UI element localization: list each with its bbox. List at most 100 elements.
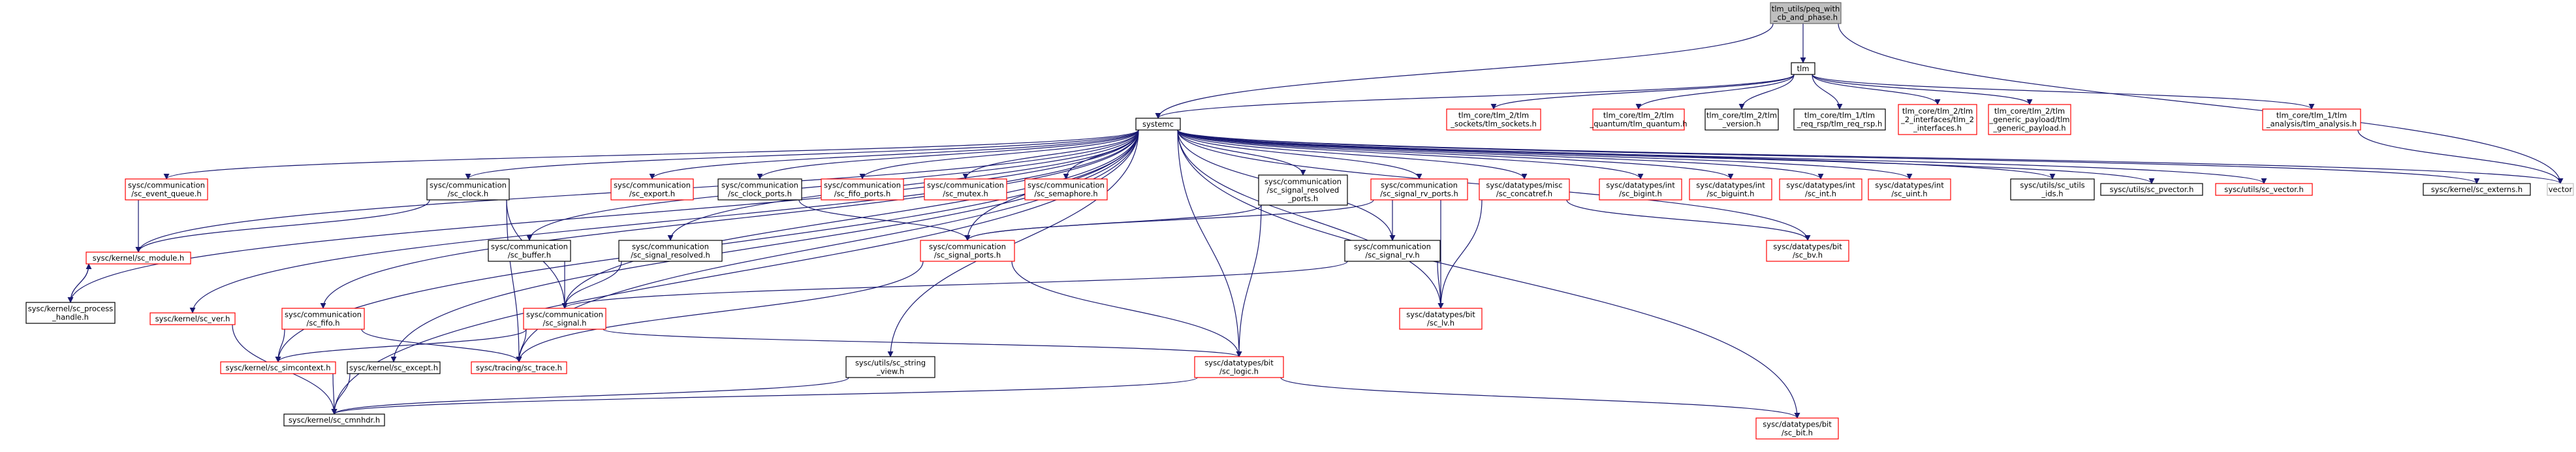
- node-label-line: tlm_core/tlm_2/tlm: [1706, 111, 1777, 120]
- node-sc-string-view[interactable]: sysc/utils/sc_string_view.h: [845, 356, 935, 378]
- edge-line: [649, 129, 1139, 180]
- edge-line: [962, 129, 1139, 180]
- node-sc-export[interactable]: sysc/communication/sc_export.h: [610, 178, 694, 201]
- node-label-line: /sc_fifo_ports.h: [834, 189, 891, 199]
- node-box: [1770, 2, 1842, 24]
- node-tlm-version[interactable]: tlm_core/tlm_2/tlm_version.h: [1704, 108, 1779, 131]
- node-tlm-quantum[interactable]: tlm_core/tlm_2/tlm_quantum/tlm_quantum.h: [1589, 108, 1688, 131]
- node-box: [1755, 417, 1839, 440]
- node-sc-uint[interactable]: sysc/datatypes/int/sc_uint.h: [1868, 178, 1951, 201]
- node-box: [2215, 183, 2313, 196]
- node-tlm[interactable]: tlm: [1791, 62, 1815, 75]
- edge-tlm-to-tlm-generic-payload: [1812, 74, 2033, 105]
- node-tlm-sockets[interactable]: tlm_core/tlm_2/tlm_sockets/tlm_sockets.h: [1446, 108, 1541, 131]
- node-sc-except[interactable]: sysc/kernel/sc_except.h: [347, 361, 441, 374]
- node-sc-int[interactable]: sysc/datatypes/int/sc_int.h: [1779, 178, 1862, 201]
- node-sc-trace[interactable]: sysc/tracing/sc_trace.h: [471, 361, 567, 374]
- node-label-line: sysc/communication: [285, 310, 362, 319]
- node-sc-externs[interactable]: sysc/kernel/sc_externs.h: [2423, 183, 2531, 196]
- edge-line: [603, 329, 1242, 357]
- node-root[interactable]: tlm_utils/peq_with_cb_and_phase.h: [1770, 2, 1842, 24]
- node-sc-signal-ports[interactable]: sysc/communication/sc_signal_ports.h: [920, 240, 1015, 262]
- node-label-line: /sc_buffer.h: [508, 251, 551, 260]
- edge-line: [561, 129, 1139, 309]
- node-label-line: sysc/datatypes/int: [1786, 181, 1855, 190]
- edge-line: [331, 373, 351, 415]
- node-sc-signal-rv[interactable]: sysc/communication/sc_signal_rv.h: [1344, 240, 1441, 262]
- node-box: [125, 178, 208, 201]
- edge-sc-signal-to-sc-simcontext: [275, 329, 527, 363]
- node-systemc[interactable]: systemc: [1135, 118, 1181, 131]
- node-sc-logic[interactable]: sysc/datatypes/bit/sc_logic.h: [1194, 356, 1284, 378]
- node-label-line: _handle.h: [52, 313, 89, 322]
- node-sc-clock-ports[interactable]: sysc/communication/sc_clock_ports.h: [717, 178, 802, 201]
- node-tlm-req-rsp[interactable]: tlm_core/tlm_1/tlm_req_rsp/tlm_req_rsp.h: [1793, 108, 1886, 131]
- node-sc-clock[interactable]: sysc/communication/sc_clock.h: [426, 178, 510, 201]
- node-tlm-analysis[interactable]: tlm_core/tlm_1/tlm_analysis/tlm_analysis…: [2262, 108, 2361, 131]
- node-sc-simcontext[interactable]: sysc/kernel/sc_simcontext.h: [220, 361, 336, 374]
- edge-sc-concatref-to-sc-lv: [1437, 199, 1483, 309]
- node-box: [821, 178, 904, 201]
- node-label-line: sysc/kernel/sc_module.h: [93, 253, 184, 263]
- node-sc-pvector[interactable]: sysc/utils/sc_pvector.h: [2100, 183, 2203, 196]
- node-sc-event-queue[interactable]: sysc/communication/sc_event_queue.h: [125, 178, 208, 201]
- edge-line: [1236, 204, 1262, 357]
- node-sc-fifo[interactable]: sysc/communication/sc_fifo.h: [281, 308, 365, 330]
- node-sc-process-handle[interactable]: sysc/kernel/sc_process_handle.h: [25, 302, 116, 324]
- node-box: [471, 361, 567, 374]
- node-sc-signal-resolved-ports[interactable]: sysc/communication/sc_signal_resolved_po…: [1258, 174, 1348, 206]
- edge-sc-signal-rv-to-sc-signal: [561, 261, 1348, 309]
- node-sc-biguint[interactable]: sysc/datatypes/int/sc_biguint.h: [1689, 178, 1772, 201]
- node-label-line: tlm_core/tlm_1/tlm: [2276, 111, 2347, 120]
- edge-line: [1566, 199, 1811, 241]
- node-sc-lv[interactable]: sysc/datatypes/bit/sc_lv.h: [1399, 308, 1483, 330]
- node-label-line: sysc/tracing/sc_trace.h: [476, 363, 562, 372]
- node-vector[interactable]: vector: [2547, 183, 2574, 196]
- node-sc-signal-resolved[interactable]: sysc/communication/sc_signal_resolved.h: [618, 240, 723, 262]
- node-box: [1779, 178, 1862, 201]
- node-label-line: sysc/communication: [491, 242, 568, 251]
- node-sc-mutex[interactable]: sysc/communication/sc_mutex.h: [924, 178, 1007, 201]
- node-sc-module[interactable]: sysc/kernel/sc_module.h: [86, 251, 191, 265]
- edge-sc-signal-resolved-to-sc-signal: [561, 261, 622, 309]
- node-label-line: /sc_lv.h: [1427, 319, 1454, 328]
- node-sc-signal-rv-ports[interactable]: sysc/communication/sc_signal_rv_ports.h: [1370, 178, 1468, 201]
- node-label-line: tlm_core/tlm_2/tlm: [1458, 111, 1529, 120]
- edge-systemc-to-sc-clock-ports: [757, 129, 1139, 180]
- node-sc-bit[interactable]: sysc/datatypes/bit/sc_bit.h: [1755, 417, 1839, 440]
- edge-systemc-to-sc-externs: [1177, 129, 2480, 184]
- node-sc-concatref[interactable]: sysc/datatypes/misc/sc_concatref.h: [1479, 178, 1570, 201]
- node-sc-buffer[interactable]: sysc/communication/sc_buffer.h: [488, 240, 571, 262]
- edge-systemc-to-sc-vector: [1177, 129, 2267, 184]
- node-label-line: tlm_core/tlm_1/tlm: [1804, 111, 1875, 120]
- node-label-line: /sc_uint.h: [1891, 189, 1927, 199]
- edge-line: [1738, 74, 1795, 110]
- node-sc-fifo-ports[interactable]: sysc/communication/sc_fifo_ports.h: [821, 178, 904, 201]
- node-sc-bigint[interactable]: sysc/datatypes/int/sc_bigint.h: [1599, 178, 1682, 201]
- edge-systemc-to-sc-fifo-ports: [859, 129, 1139, 180]
- node-label-line: sysc/communication: [526, 310, 603, 319]
- node-sc-cmnhdr[interactable]: sysc/kernel/sc_cmnhdr.h: [283, 413, 385, 427]
- edge-root-to-systemc: [1155, 23, 1774, 119]
- node-box: [426, 178, 510, 201]
- node-box: [1599, 178, 1682, 201]
- edge-sc-signal-rv-ports-to-sc-signal-ports: [964, 199, 1374, 241]
- node-sc-bv[interactable]: sysc/datatypes/bit/sc_bv.h: [1766, 240, 1849, 262]
- node-label-line: tlm_utils/peq_with: [1772, 5, 1840, 14]
- edge-line: [1177, 129, 1306, 176]
- node-tlm-generic-payload[interactable]: tlm_core/tlm_2/tlm_generic_payload/tlm_g…: [1988, 104, 2071, 135]
- node-sc-signal[interactable]: sysc/communication/sc_signal.h: [523, 308, 606, 330]
- node-tlm-2-interfaces[interactable]: tlm_core/tlm_2/tlm_2_interfaces/tlm_2_in…: [1898, 104, 1977, 135]
- edge-line: [189, 129, 1139, 314]
- edge-line: [1838, 23, 2564, 184]
- node-sc-ids[interactable]: sysc/utils/sc_utils_ids.h: [2010, 178, 2095, 201]
- node-label-line: _2_interfaces/tlm_2: [1900, 115, 1974, 124]
- node-sc-semaphore[interactable]: sysc/communication/sc_semaphore.h: [1024, 178, 1108, 201]
- node-sc-vector[interactable]: sysc/utils/sc_vector.h: [2215, 183, 2313, 196]
- node-label-line: /sc_bit.h: [1782, 428, 1813, 438]
- node-box: [845, 356, 935, 378]
- edge-systemc-to-sc-event-queue: [163, 129, 1139, 180]
- node-label-line: sysc/datatypes/bit: [1204, 359, 1274, 368]
- node-box: [1194, 356, 1284, 378]
- node-sc-ver[interactable]: sysc/kernel/sc_ver.h: [149, 312, 236, 325]
